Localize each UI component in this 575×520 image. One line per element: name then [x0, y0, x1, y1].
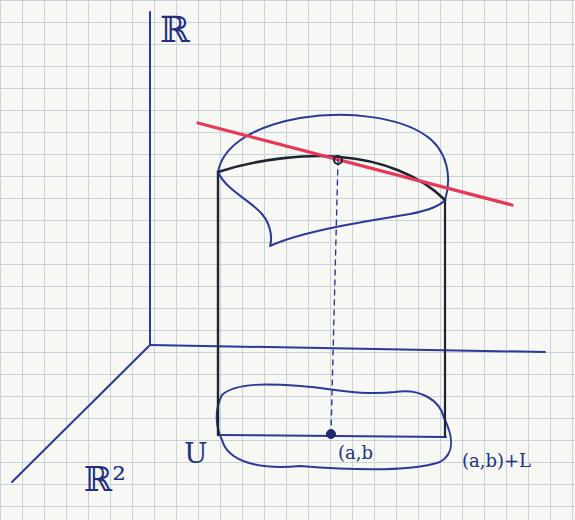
line-label: (a,b)+L: [462, 452, 531, 470]
base-point: [327, 430, 336, 439]
axis-label: ℝ: [160, 12, 190, 48]
axis-label: ℝ²: [84, 462, 126, 496]
horizontal-axis: [150, 345, 545, 352]
projection-line: [331, 160, 338, 433]
cylinder-wall: [217, 172, 219, 435]
point-label: (a,b: [338, 444, 373, 462]
tangent-line: [198, 123, 512, 205]
region-outline: [217, 385, 451, 470]
vertical-axis: [149, 12, 151, 345]
region-label: U: [184, 440, 208, 468]
surface-cut-edge: [218, 172, 445, 246]
diagonal-axis: [12, 345, 150, 482]
cylinder-wall: [444, 200, 446, 436]
surface-point: [334, 156, 342, 164]
